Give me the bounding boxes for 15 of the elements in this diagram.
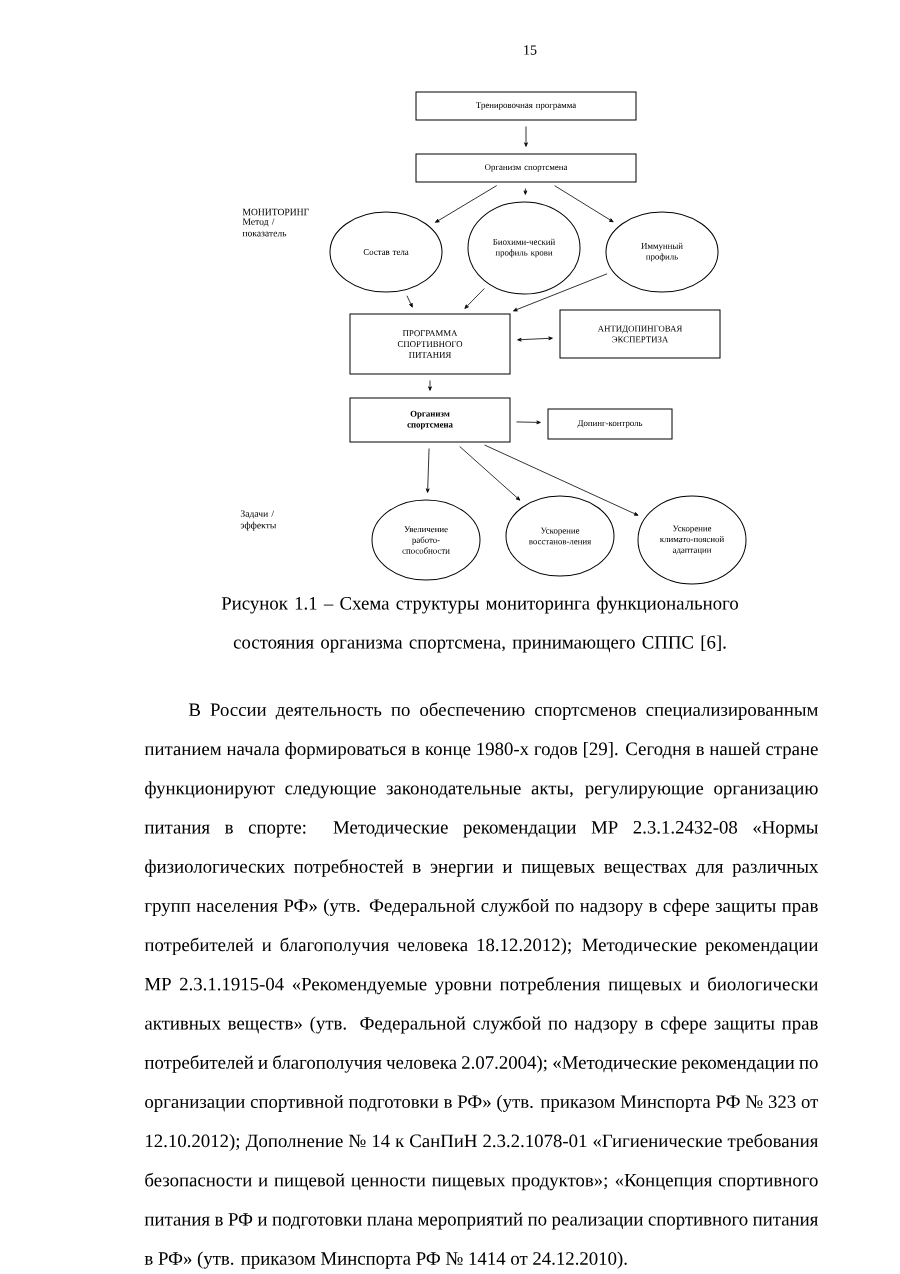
arrow <box>513 273 608 312</box>
arrow <box>406 295 413 308</box>
arrow <box>524 126 528 147</box>
arrow <box>484 444 639 516</box>
arrow <box>428 380 432 391</box>
arrow <box>517 336 553 342</box>
arrow <box>425 448 430 493</box>
arrow <box>554 185 614 223</box>
arrow <box>459 446 521 501</box>
arrow <box>435 185 498 223</box>
body-paragraph: В России деятельность по обеспечению спортсменов специализированным питанием начала формироваться в конце 1980-х годов [29]. Сегодня в нашей стране функционируют следующие законодательные акты, регулирующие организацию питания в спорте: Методические рекомендации МР 2.3.1.2432-08 «Нормы физиологических потребностей в энергии и пищевых веществах для различных групп населения РФ» (утв. Федеральной службой по надзору в сфере защиты прав потребителей и благополучия человека 18.12.2012); Методические рекомендации МР 2.3.1.1915-04 «Рекомендуемые уровни потребления пищевых и биологически активных веществ» (утв. Федеральной службой по надзору в сфере защиты прав потребителей и благополучия человека 2.07.2004); «Методические рекомендации по организации спортивной подготовки в РФ» (утв. приказом Минспорта РФ № 323 от 12.10.2012); Дополнение № 14 к СанПиН 2.3.2.1078-01 «Гигиенические требования безопасности и пищевой ценности пищевых продуктов»; «Концепция спортивного питания в РФ и подготовки плана мероприятий по реализации спортивного питания в РФ» (утв. приказом Минспорта РФ № 1414 от 24.12.2010). <box>144 702 819 1269</box>
arrow <box>523 188 528 195</box>
arrow <box>516 420 541 425</box>
figure-caption: Рисунок 1.1 – Схема структуры мониторинга функционального состояния организма спортсмена, принимающего СППС [6]. <box>221 596 739 653</box>
arrow <box>464 288 485 309</box>
